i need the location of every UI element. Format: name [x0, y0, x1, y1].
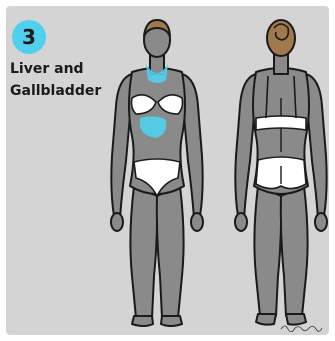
front-left-foot [132, 316, 153, 326]
front-right-leg [157, 186, 184, 318]
front-right-hand [191, 213, 203, 231]
front-left-leg [130, 186, 157, 318]
front-left-hand [111, 213, 123, 231]
body-figures [6, 6, 329, 335]
back-head [267, 20, 295, 56]
back-right-leg [281, 186, 308, 316]
diagram-panel: 3 Liver and Gallbladder [6, 6, 329, 335]
front-right-foot [161, 316, 182, 326]
back-left-foot [256, 314, 276, 325]
artist-signature [279, 322, 323, 332]
back-bra-band [256, 116, 306, 130]
back-right-hand [315, 213, 327, 231]
back-left-hand [235, 213, 247, 231]
back-left-leg [254, 186, 281, 316]
